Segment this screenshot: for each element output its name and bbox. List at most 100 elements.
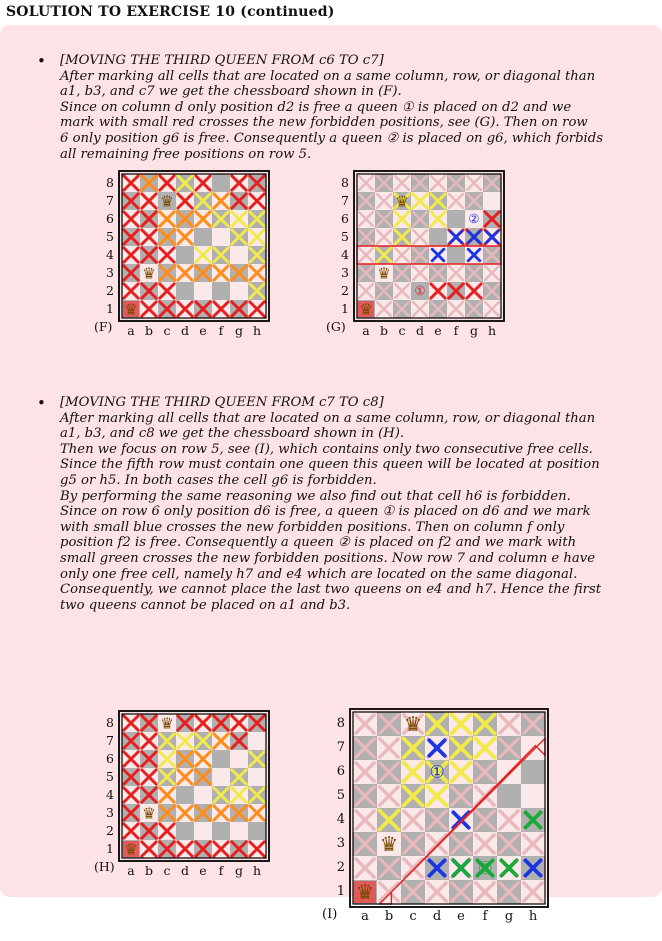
board-square (194, 822, 212, 840)
forbidden-cross (499, 858, 519, 878)
board-square (248, 732, 266, 750)
forbidden-cross (176, 804, 194, 822)
rank-label: 2 (106, 283, 114, 298)
forbidden-cross (357, 174, 375, 192)
forbidden-cross (357, 246, 375, 264)
forbidden-cross (375, 210, 393, 228)
forbidden-cross (378, 761, 400, 783)
forbidden-cross (122, 732, 140, 750)
rank-label: 4 (106, 247, 114, 262)
rank-label: 1 (106, 841, 114, 856)
forbidden-cross (483, 174, 501, 192)
forbidden-cross (474, 809, 496, 831)
queen-icon: ♛ (142, 804, 156, 822)
file-label: h (252, 323, 262, 338)
forbidden-cross (248, 264, 266, 282)
file-label: d (415, 323, 424, 338)
forbidden-cross (402, 881, 424, 903)
forbidden-cross (194, 768, 212, 786)
forbidden-cross (122, 804, 140, 822)
forbidden-cross (411, 246, 429, 264)
forbidden-cross (158, 210, 176, 228)
forbidden-cross (401, 760, 425, 784)
forbidden-cross (248, 840, 266, 858)
rank-label: 6 (336, 764, 345, 779)
queen-marker: ② (477, 857, 492, 877)
section1-line: a1, b3, and c7 we get the chessboard sho… (60, 84, 402, 100)
rank-label: 1 (106, 301, 114, 316)
forbidden-cross (230, 228, 248, 246)
forbidden-cross (429, 192, 447, 210)
board-square (212, 768, 230, 786)
board-square (248, 768, 266, 786)
forbidden-cross (140, 786, 158, 804)
forbidden-cross (354, 713, 376, 735)
queen-icon: ♛ (124, 300, 138, 318)
file-label: h (528, 909, 538, 924)
forbidden-cross (430, 247, 446, 263)
rank-label: 2 (106, 823, 114, 838)
file-label: f (482, 909, 488, 924)
rank-label: 3 (341, 265, 349, 280)
forbidden-cross (465, 300, 483, 318)
section2-line: small green crosses the new forbidden po… (60, 550, 596, 566)
forbidden-cross (498, 809, 520, 831)
forbidden-cross (447, 192, 465, 210)
board-square (465, 210, 483, 228)
rank-label: 7 (341, 193, 349, 208)
forbidden-cross (483, 264, 501, 282)
figure-label: (H) (94, 859, 115, 874)
forbidden-cross (176, 174, 194, 192)
rank-label: 2 (336, 860, 345, 875)
figure-label: (F) (94, 319, 113, 334)
chessboard-svg: ♛♛♛①② (349, 708, 549, 908)
forbidden-cross (140, 840, 158, 858)
forbidden-cross (212, 300, 230, 318)
rank-label: 2 (341, 283, 349, 298)
figure-label: (G) (326, 319, 346, 334)
file-label: g (469, 323, 478, 338)
forbidden-cross (447, 264, 465, 282)
forbidden-cross (194, 246, 212, 264)
rank-label: 8 (336, 716, 345, 731)
file-label: c (409, 909, 417, 924)
section1-line: Since on column d only position d2 is fr… (60, 99, 572, 115)
forbidden-cross (393, 300, 411, 318)
file-label: b (144, 323, 153, 338)
bullet-1: • (37, 52, 46, 70)
forbidden-cross (140, 210, 158, 228)
section2-line: a1, b3, and c8 we get the chessboard sho… (60, 426, 405, 442)
forbidden-cross (411, 264, 429, 282)
section1-text: [MOVING THE THIRD QUEEN FROM c6 TO c7] A… (60, 53, 660, 162)
rank-label: 7 (336, 740, 345, 755)
page-heading: SOLUTION TO EXERCISE 10 (continued) (6, 4, 335, 20)
section1-line: mark with small red crosses the new forb… (60, 115, 588, 131)
forbidden-cross (212, 264, 230, 282)
forbidden-cross (411, 228, 429, 246)
forbidden-cross (402, 809, 424, 831)
forbidden-cross (122, 210, 140, 228)
forbidden-cross (375, 300, 393, 318)
section2-line: Since the fifth row must contain one que… (60, 457, 600, 473)
section2-line: Since on row 6 only position d6 is free,… (60, 504, 591, 520)
forbidden-cross (498, 737, 520, 759)
board-square (212, 228, 230, 246)
forbidden-cross (429, 300, 447, 318)
forbidden-cross (158, 804, 176, 822)
forbidden-cross (354, 809, 376, 831)
forbidden-cross (402, 857, 424, 879)
forbidden-cross (140, 192, 158, 210)
forbidden-cross (176, 768, 194, 786)
forbidden-cross (354, 857, 376, 879)
forbidden-cross (393, 228, 411, 246)
forbidden-cross (158, 786, 176, 804)
forbidden-cross (194, 750, 212, 768)
section2-line: two queens cannot be placed on a1 and b3… (60, 597, 351, 613)
forbidden-cross (375, 174, 393, 192)
file-label: b (384, 909, 394, 924)
forbidden-cross (158, 822, 176, 840)
forbidden-cross (230, 840, 248, 858)
rank-label: 5 (106, 769, 114, 784)
forbidden-cross (498, 833, 520, 855)
forbidden-cross (194, 840, 212, 858)
